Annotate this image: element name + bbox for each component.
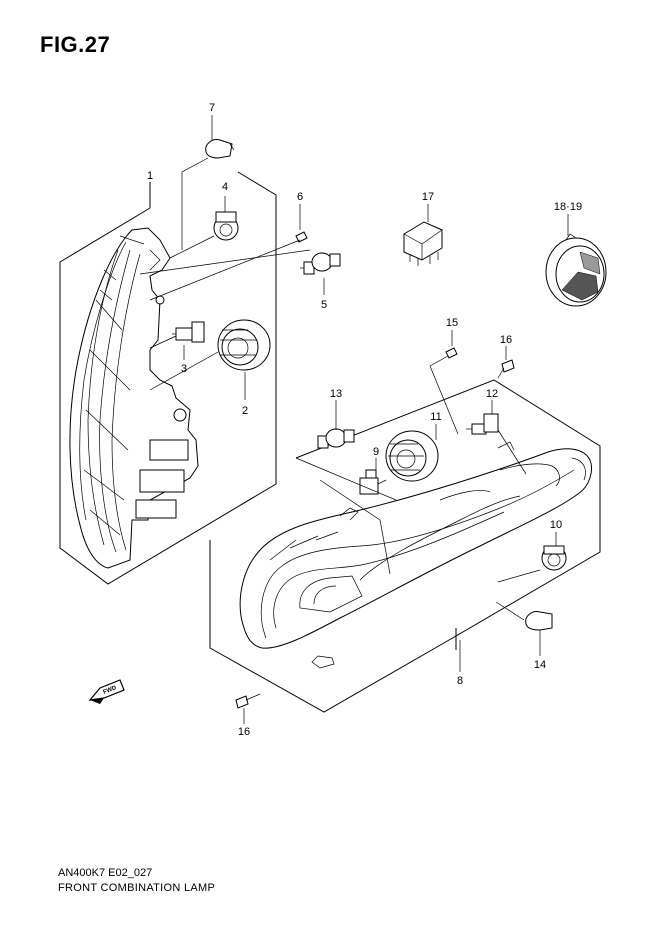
socket-12 (466, 413, 499, 435)
wedge-bulb-6 (295, 231, 308, 243)
relay-17 (403, 204, 443, 266)
leader-lines-left (139, 115, 325, 400)
callout-8: 8 (457, 675, 463, 687)
right-assembly-frame (209, 379, 601, 713)
reflector-cap-2 (217, 319, 271, 371)
callout-14: 14 (534, 659, 546, 671)
callout-17: 17 (422, 191, 434, 203)
callout-12: 12 (486, 388, 498, 400)
figure-title: FIG.27 (40, 32, 111, 57)
socket-4 (213, 211, 239, 241)
callout-16-top: 16 (500, 334, 512, 346)
fwd-label: FWD (103, 685, 119, 696)
headlight-bulb-5 (300, 252, 341, 275)
callout-7: 7 (209, 102, 215, 114)
callout-11: 11 (430, 411, 441, 423)
callout-2: 2 (242, 405, 248, 417)
socket-9 (359, 469, 387, 495)
bulb-7 (205, 139, 235, 159)
reflector-cap-11 (385, 430, 439, 482)
headlight-bulb-13 (317, 428, 355, 449)
callout-16-bottom: 16 (238, 726, 250, 738)
socket-3 (172, 321, 205, 343)
callout-9: 9 (373, 446, 379, 458)
callout-4: 4 (222, 181, 228, 193)
figure-name: FRONT COMBINATION LAMP (58, 882, 216, 894)
reflector-18-19 (545, 214, 607, 307)
callout-3: 3 (181, 363, 187, 375)
fwd-arrow-icon: FWD (88, 679, 125, 704)
left-assembly-frame (59, 171, 277, 585)
leader-lines-right (243, 330, 557, 724)
position-lamp-housing (69, 227, 199, 569)
figure-code: AN400K7 E02_027 (58, 867, 153, 879)
callout-6: 6 (297, 191, 303, 203)
callout-10: 10 (550, 519, 562, 531)
callout-18-19: 18·19 (554, 201, 582, 213)
screw-16-bottom (235, 693, 261, 709)
socket-10 (541, 545, 567, 571)
callout-15: 15 (446, 317, 458, 329)
bulb-14 (525, 611, 553, 631)
screw-16-top (497, 359, 515, 379)
callout-1: 1 (147, 170, 153, 182)
callout-5: 5 (321, 299, 327, 311)
headlight-housing (239, 441, 592, 669)
callout-13: 13 (330, 388, 342, 400)
